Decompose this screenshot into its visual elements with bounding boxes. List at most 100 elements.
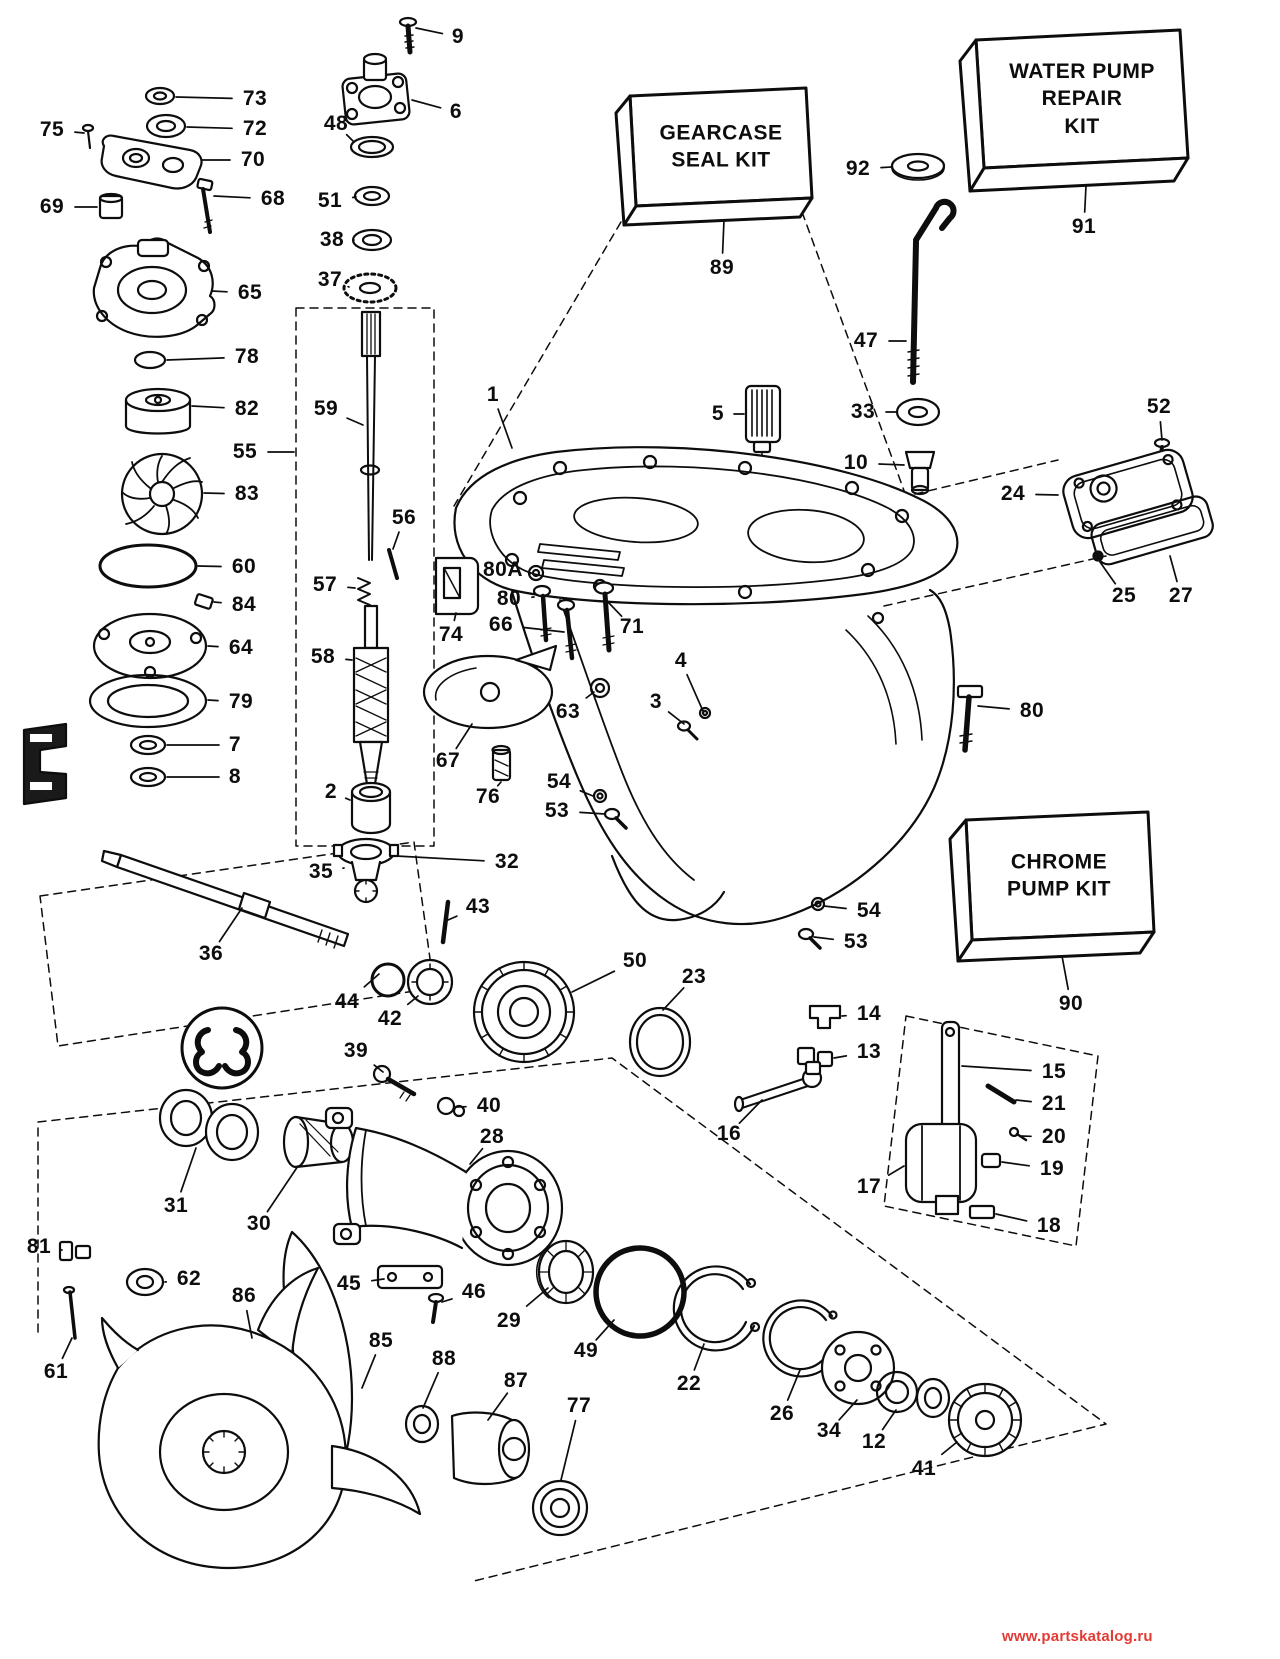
shift-cam-17	[904, 1122, 978, 1204]
leader-line-49	[595, 1319, 615, 1341]
callout-67: 67	[435, 749, 461, 772]
callout-63: 63	[555, 700, 581, 723]
leader-line-44	[363, 973, 380, 988]
callout-45: 45	[336, 1272, 362, 1295]
plug-76	[491, 748, 512, 782]
callout-5: 5	[711, 402, 725, 425]
o-ring-60	[98, 543, 198, 589]
leader-line-26	[786, 1369, 801, 1401]
callout-64: 64	[228, 636, 254, 659]
o-ring-49	[593, 1245, 687, 1339]
splined-washer-42	[406, 958, 454, 1006]
water-pump-repair-kit-label: WATER PUMP REPAIR KIT	[1009, 60, 1155, 138]
washer-38	[351, 228, 393, 252]
seal-31b	[204, 1102, 260, 1162]
carrier-row	[158, 1064, 687, 1339]
bolt-80-right	[956, 684, 984, 753]
leader-line-9	[415, 27, 444, 35]
callout-81: 81	[26, 1235, 52, 1258]
leader-line-87	[487, 1392, 509, 1421]
shift-arm-15	[940, 1020, 961, 1134]
bushing-2	[350, 790, 392, 835]
callout-21: 21	[1041, 1092, 1067, 1115]
callout-79: 79	[228, 690, 254, 713]
callout-65: 65	[237, 281, 263, 304]
callout-59: 59	[313, 397, 339, 420]
leader-line-67	[455, 723, 473, 750]
leader-line-1	[497, 408, 513, 449]
anchor-plate-45	[376, 1264, 444, 1290]
callout-70: 70	[240, 148, 266, 171]
callout-60: 60	[231, 555, 257, 578]
leader-line-31	[180, 1147, 197, 1193]
leader-line-72	[186, 126, 233, 130]
callout-83: 83	[234, 482, 260, 505]
leader-line-39	[373, 1064, 384, 1073]
gasket-79	[88, 673, 208, 729]
callout-23: 23	[681, 965, 707, 988]
cap-92	[890, 152, 946, 180]
leader-line-92	[880, 166, 892, 169]
leader-lines	[60, 27, 1178, 1481]
callout-82: 82	[234, 397, 260, 420]
grommet-33	[895, 397, 941, 427]
impeller-83	[120, 452, 204, 536]
callout-35: 35	[308, 860, 334, 883]
leader-line-89	[721, 219, 725, 254]
plunger-19	[980, 1152, 1002, 1169]
leader-line-2	[344, 797, 351, 801]
callout-40: 40	[476, 1094, 502, 1117]
callout-34: 34	[816, 1419, 842, 1442]
leader-line-86	[245, 1309, 253, 1339]
o-ring-48	[349, 135, 395, 159]
anode-67	[422, 654, 554, 730]
callout-86: 86	[231, 1284, 257, 1307]
leader-line-30	[266, 1165, 299, 1213]
leader-line-4	[686, 673, 704, 712]
callout-30: 30	[246, 1212, 272, 1235]
callout-90: 90	[1058, 992, 1084, 1015]
handle-bolt-47	[913, 198, 957, 243]
callout-13: 13	[856, 1040, 882, 1063]
callout-52: 52	[1146, 395, 1172, 418]
leader-line-59	[346, 417, 364, 426]
callout-89: 89	[709, 256, 735, 279]
center-fasteners	[422, 384, 826, 950]
leader-line-36	[218, 907, 243, 943]
washer-80A	[527, 564, 545, 582]
leader-line-75	[74, 131, 85, 134]
retainer-plate-34	[820, 1330, 896, 1406]
callout-29: 29	[496, 1309, 522, 1332]
callout-54: 54	[546, 770, 572, 793]
leader-line-66	[523, 626, 565, 633]
callout-53: 53	[843, 930, 869, 953]
callout-53: 53	[544, 799, 570, 822]
bushing-30	[282, 1115, 310, 1169]
leader-line-6	[411, 99, 442, 109]
washer-63	[589, 677, 611, 699]
leader-line-50	[571, 970, 616, 993]
leader-line-85	[361, 1354, 377, 1389]
leader-line-15	[961, 1065, 1032, 1072]
callout-10: 10	[843, 451, 869, 474]
callout-85: 85	[368, 1329, 394, 1352]
callout-62: 62	[176, 1267, 202, 1290]
callout-6: 6	[449, 100, 463, 123]
callout-77: 77	[566, 1394, 592, 1417]
pin-21	[985, 1083, 1017, 1105]
water-pump-repair-kit-box	[958, 28, 1190, 193]
leader-line-16	[738, 1099, 763, 1125]
callout-49: 49	[573, 1339, 599, 1362]
snap-ring-22	[672, 1265, 756, 1352]
driveshaft-58	[363, 604, 379, 650]
snap-ring-26	[762, 1299, 838, 1378]
callout-71: 71	[619, 615, 645, 638]
vent-screen-5	[744, 384, 782, 444]
spring-57	[357, 577, 371, 606]
o-ring-44	[370, 962, 406, 998]
shift-linkage	[733, 1004, 1028, 1220]
leader-line-54	[823, 905, 847, 910]
callout-50: 50	[622, 949, 648, 972]
knurled-washer-37	[342, 272, 398, 304]
